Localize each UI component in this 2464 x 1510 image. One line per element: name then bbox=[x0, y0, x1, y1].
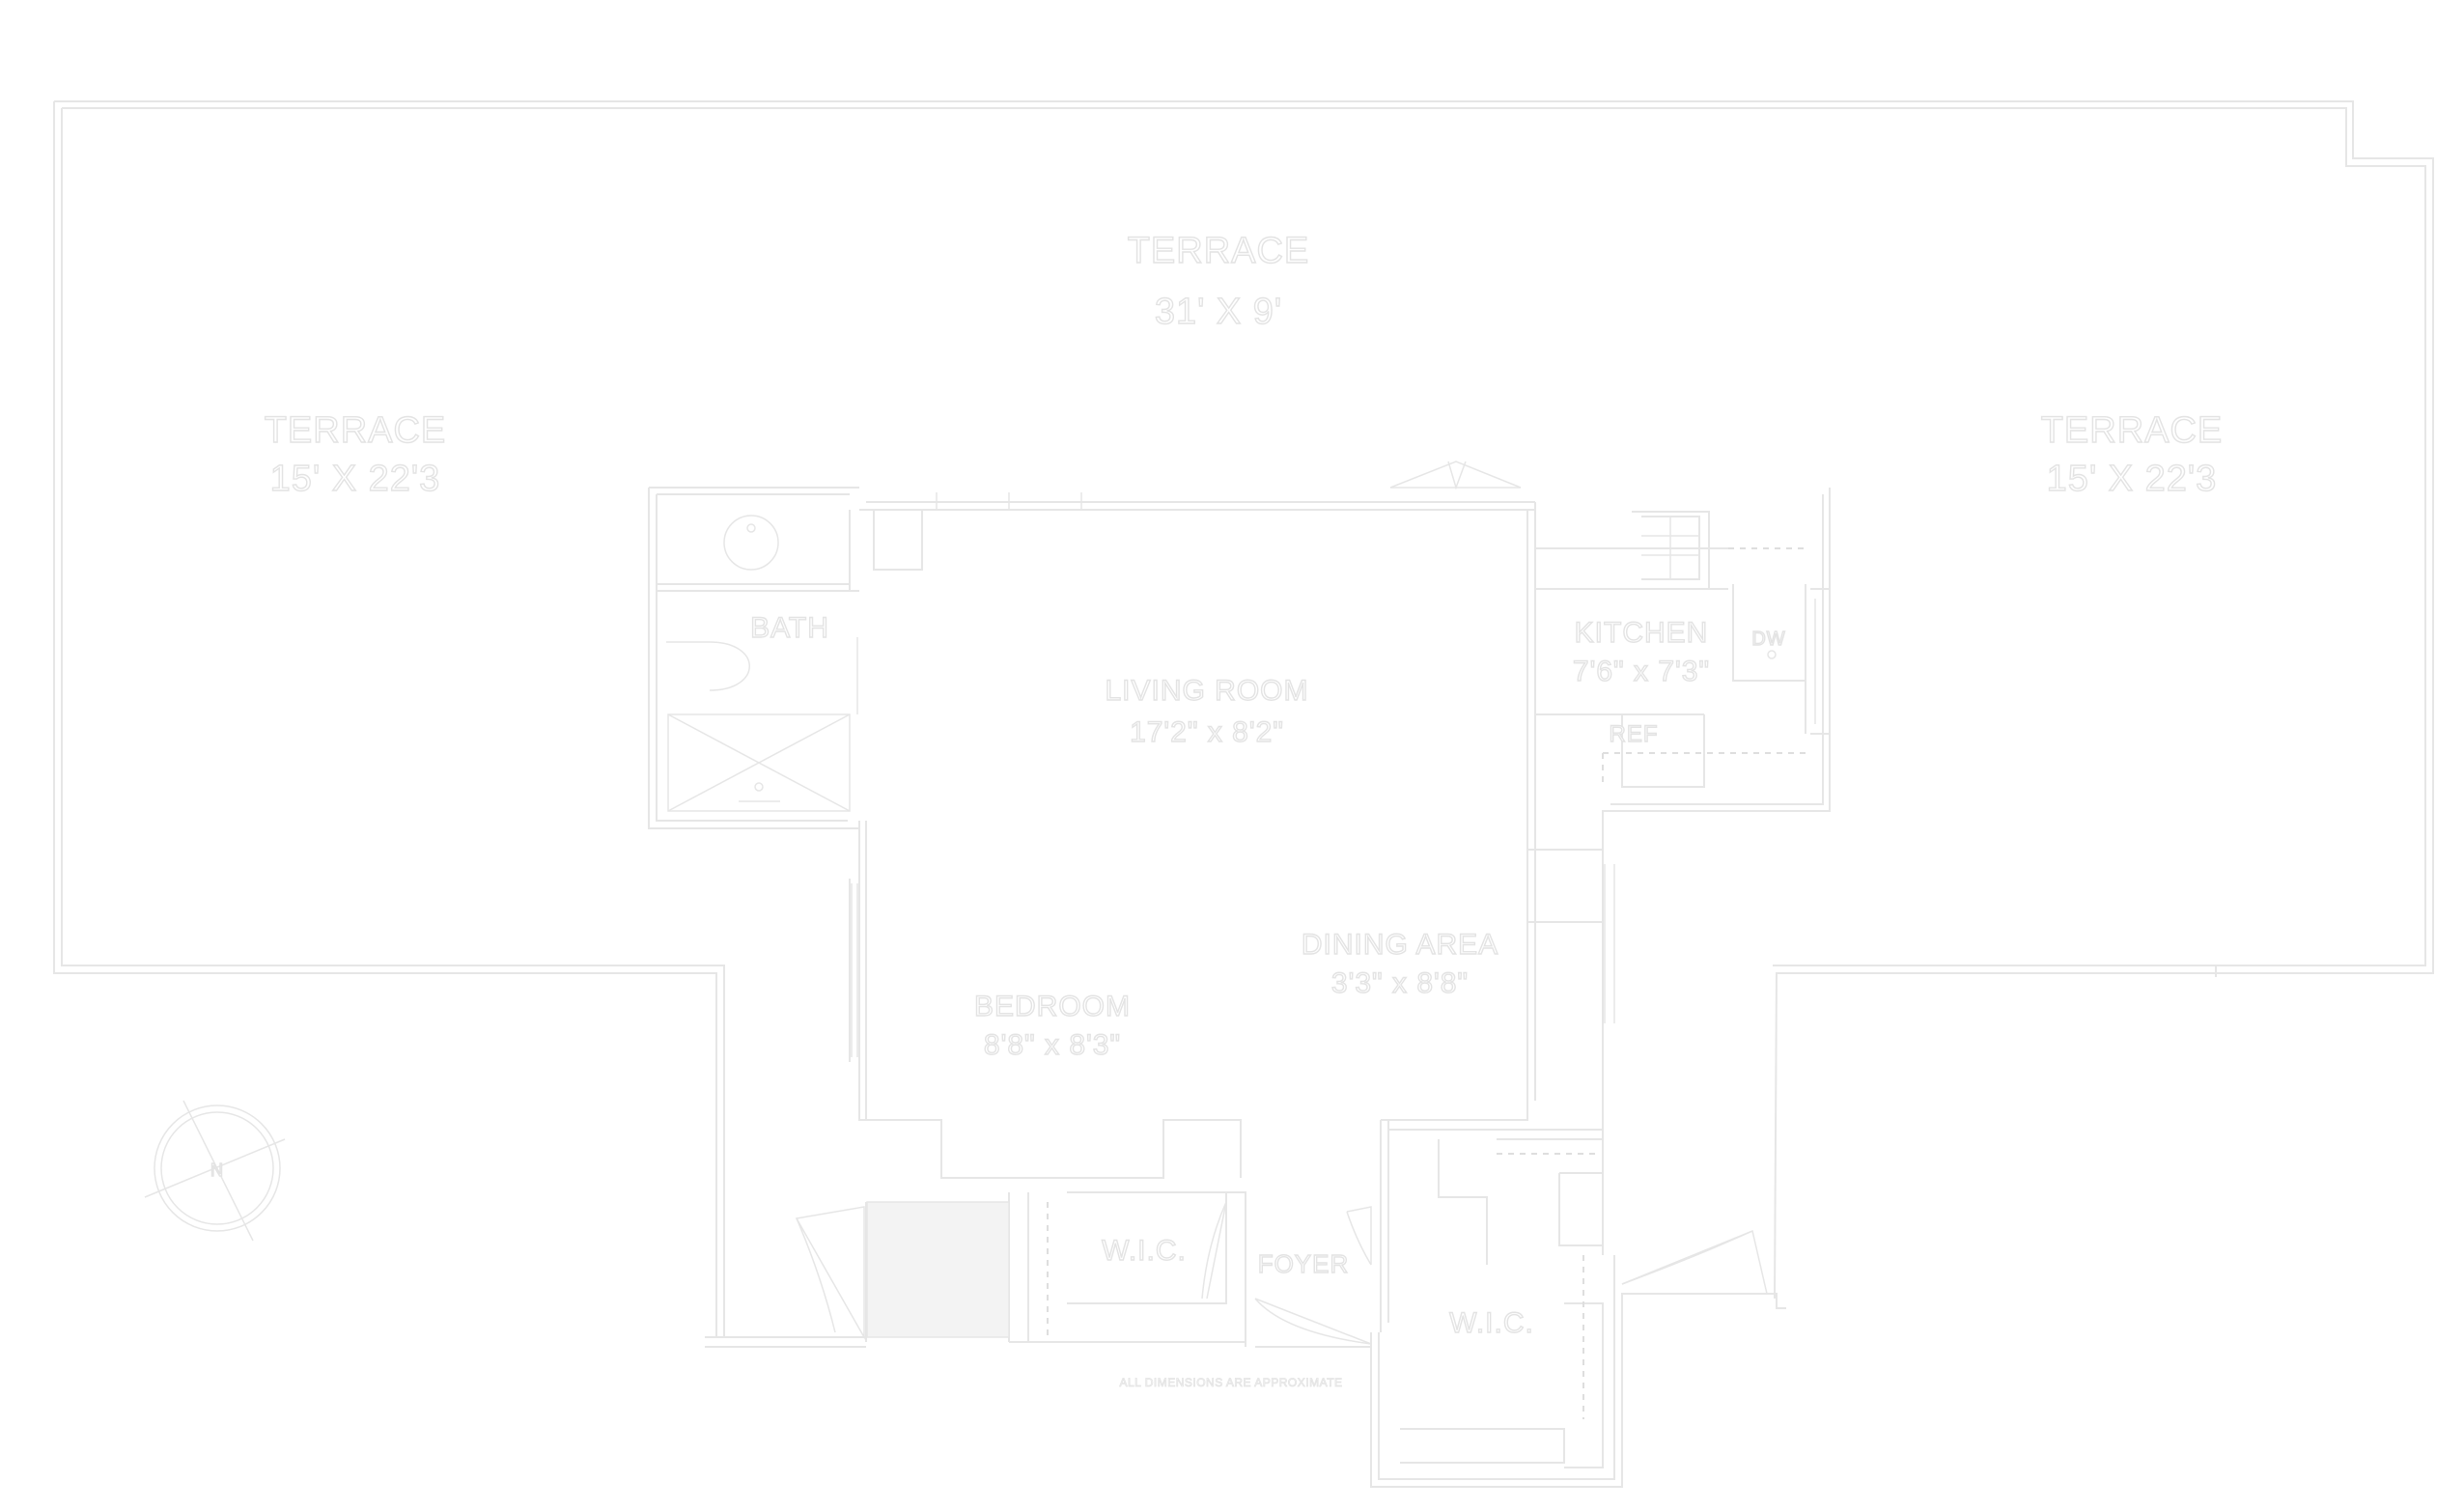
kitchen-name: KITCHEN bbox=[1575, 617, 1709, 649]
refrigerator-label: REF bbox=[1610, 721, 1659, 747]
terrace-left-size: 15' X 22'3 bbox=[270, 459, 441, 499]
terrace-right-size: 15' X 22'3 bbox=[2047, 459, 2218, 499]
doors bbox=[795, 1201, 1768, 1345]
shaded-closet bbox=[866, 1201, 1010, 1338]
living-room-size: 17'2" x 8'2" bbox=[1130, 716, 1284, 748]
terrace-outline bbox=[53, 100, 2434, 1337]
kitchen-fixtures bbox=[1602, 517, 1806, 787]
terrace-right-name: TERRACE bbox=[2041, 410, 2224, 451]
dining-area-size: 3'3" x 8'8" bbox=[1331, 967, 1469, 999]
compass-icon: N bbox=[144, 1100, 286, 1242]
bath-name: BATH bbox=[750, 612, 829, 644]
bedroom-size: 8'8" x 8'3" bbox=[984, 1029, 1121, 1061]
terrace-top-size: 31' X 9' bbox=[1155, 292, 1282, 332]
dimensions-note: ALL DIMENSIONS ARE APPROXIMATE bbox=[1119, 1376, 1342, 1389]
terrace-left-name: TERRACE bbox=[265, 410, 447, 451]
kitchen-size: 7'6" x 7'3" bbox=[1573, 656, 1710, 687]
compass-letter: N bbox=[210, 1160, 224, 1180]
foyer-label: FOYER bbox=[1258, 1249, 1350, 1278]
terrace-top-name: TERRACE bbox=[1128, 231, 1310, 271]
bath-fixtures bbox=[666, 515, 851, 812]
wic-left-label: W.I.C. bbox=[1102, 1235, 1187, 1267]
closet-rods bbox=[1047, 1153, 1598, 1419]
dishwasher-label: DW bbox=[1751, 629, 1785, 650]
living-room-name: LIVING ROOM bbox=[1105, 675, 1308, 707]
bedroom-name: BEDROOM bbox=[974, 991, 1131, 1022]
windows bbox=[851, 461, 1816, 1057]
dining-area-name: DINING AREA bbox=[1302, 929, 1498, 961]
wic-right-label: W.I.C. bbox=[1449, 1307, 1534, 1339]
